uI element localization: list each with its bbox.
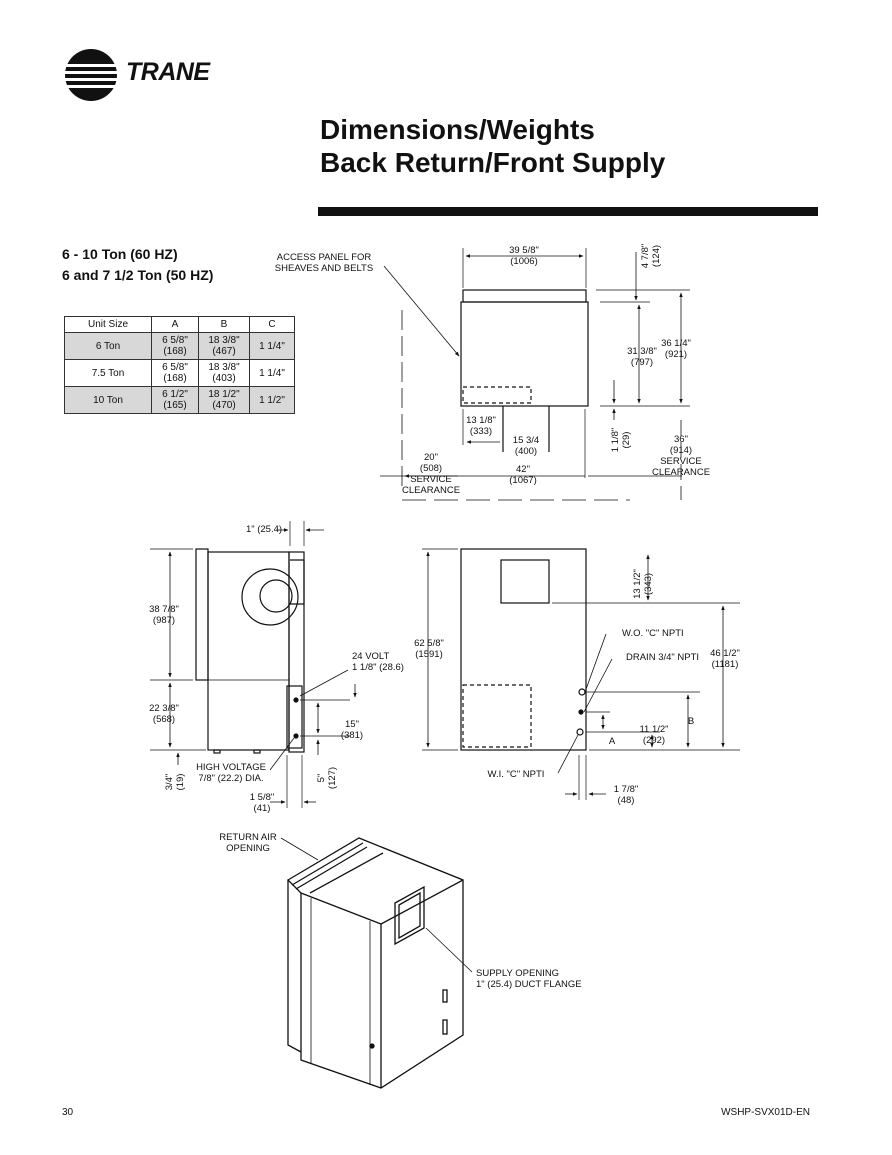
table-cell: 18 3/8"(403): [198, 359, 250, 387]
dimension-table: Unit Size A B C 6 Ton 6 5/8"(168) 18 3/8…: [64, 316, 295, 414]
page-title: Dimensions/Weights Back Return/Front Sup…: [320, 113, 665, 179]
table-cell: 6 1/2"(165): [151, 386, 199, 414]
table-row: 6 Ton 6 5/8"(168) 18 3/8"(467) 1 1/4": [64, 332, 295, 360]
label-wi-npti: W.I. "C" NPTI: [488, 769, 545, 780]
dim-bottom-clearance: 42"(1067): [509, 464, 536, 486]
table-cell: 1 1/4": [249, 332, 295, 360]
dim-side-5: 5"(127): [316, 767, 338, 789]
top-view-drawing: [380, 248, 690, 501]
table-cell: 6 5/8"(168): [151, 359, 199, 387]
dim-front-62: 62 5/8"(1591): [414, 638, 444, 660]
dim-total-height: 36 1/4"(921): [661, 338, 691, 360]
document-id: WSHP-SVX01D-EN: [721, 1107, 810, 1118]
dim-body-height: 31 3/8"(797): [627, 346, 657, 368]
label-drain-npti: DRAIN 3/4" NPTI: [626, 652, 699, 663]
dim-front-1-7-8: 1 7/8"(48): [614, 784, 639, 806]
title-line-1: Dimensions/Weights: [320, 114, 595, 145]
table-cell: 1 1/4": [249, 359, 295, 387]
table-cell: 6 Ton: [64, 332, 152, 360]
dim-front-11: 11 1/2"(292): [639, 724, 668, 746]
table-cell: 6 5/8"(168): [151, 332, 199, 360]
side-view-drawing: [150, 521, 357, 808]
table-cell: 18 3/8"(467): [198, 332, 250, 360]
trane-logo-circle-icon: [62, 49, 122, 101]
title-rule: [318, 207, 818, 216]
dim-front-13: 13 1/2"(343): [632, 569, 654, 599]
table-row: 7.5 Ton 6 5/8"(168) 18 3/8"(403) 1 1/4": [64, 359, 295, 387]
label-dim-a: A: [609, 736, 616, 747]
page-number: 30: [62, 1107, 74, 1118]
label-wo-npti: W.O. "C" NPTI: [622, 628, 684, 639]
dim-side-38: 38 7/8"(987): [149, 604, 179, 626]
brand-name: TRANE: [126, 58, 210, 86]
front-view-drawing: [422, 548, 740, 800]
dim-top-width: 39 5/8"(1006): [509, 245, 539, 267]
dim-side-1in: 1" (25.4): [246, 524, 282, 535]
dim-side-1-5-8: 1 5/8"(41): [250, 792, 275, 814]
section-subtitle: 6 - 10 Ton (60 HZ) 6 and 7 1/2 Ton (50 H…: [62, 244, 213, 286]
title-line-2: Back Return/Front Supply: [320, 147, 666, 178]
table-cell: 1 1/2": [249, 386, 295, 414]
table-cell: 18 1/2"(470): [198, 386, 250, 414]
dim-1-1-8: 1 1/8"(29): [610, 428, 632, 453]
label-dim-b: B: [688, 716, 694, 727]
dim-side-3-4: 3/4"(19): [164, 774, 186, 791]
subtitle-line-1: 6 - 10 Ton (60 HZ): [62, 246, 178, 262]
dim-13-1-8: 13 1/8"(333): [466, 415, 496, 437]
dim-15-3-4: 15 3/4(400): [513, 435, 539, 457]
table-row: 10 Ton 6 1/2"(165) 18 1/2"(470) 1 1/2": [64, 386, 295, 414]
dim-front-46: 46 1/2"(1181): [710, 648, 740, 670]
table-cell: 10 Ton: [64, 386, 152, 414]
dim-top-height: 4 7/8"(124): [640, 244, 662, 269]
isometric-view-drawing: [280, 837, 473, 1089]
dim-side-15: 15"(381): [341, 719, 363, 741]
dim-side-22: 22 3/8"(568): [149, 703, 179, 725]
trane-logo: [60, 48, 260, 104]
subtitle-line-2: 6 and 7 1/2 Ton (50 HZ): [62, 267, 214, 283]
